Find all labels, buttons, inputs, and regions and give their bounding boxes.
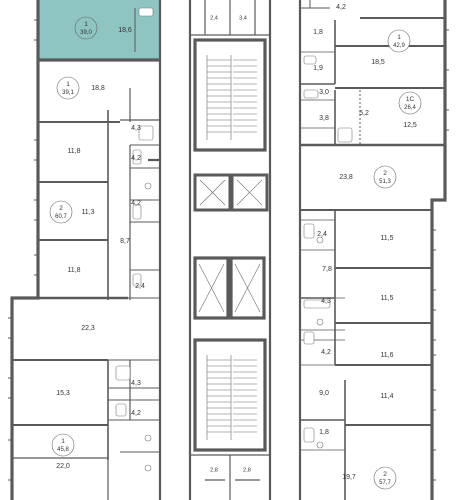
apartment-type: 1 [84, 21, 88, 28]
room-area: 22,3 [81, 325, 95, 332]
apartment-type: 1 [66, 81, 70, 88]
apartment-type: 1 [61, 438, 65, 445]
room-area: 3,4 [239, 15, 247, 21]
apartment-badge[interactable]: 2 51,3 [373, 165, 397, 189]
room-area: 22,0 [56, 463, 70, 470]
apartment-type: 1 [397, 34, 401, 41]
central-core [188, 0, 272, 500]
room-area: 4,2 [131, 200, 141, 207]
room-area: 18,5 [371, 59, 385, 66]
room-area: 4,3 [131, 380, 141, 387]
room-area: 1,9 [313, 65, 323, 72]
room-areas: 18,6 18,8 4,3 11,8 4,2 4,2 11,3 8,7 11,8… [56, 4, 417, 481]
apartment-type: 2 [383, 471, 387, 478]
room-area: 11,3 [81, 209, 94, 216]
apartment-badge[interactable]: 1 45,8 [51, 433, 75, 457]
room-area: 2,8 [210, 467, 218, 473]
room-area: 4,2 [336, 4, 346, 11]
room-area: 2,4 [135, 283, 145, 290]
room-area: 7,8 [322, 266, 332, 273]
apartment-badge[interactable]: 1 39,0 [74, 16, 98, 40]
apartment-area: 42,9 [393, 43, 405, 49]
stair-steps [198, 55, 263, 440]
room-area: 11,8 [67, 267, 80, 274]
room-area: 11,4 [380, 393, 393, 400]
room-area: 3,0 [319, 89, 329, 96]
apartment-area: 39,0 [80, 30, 92, 36]
apartment-badge[interactable]: 1С 26,4 [398, 91, 422, 115]
left-wing [8, 0, 162, 500]
room-area: 2,4 [317, 231, 327, 238]
apartment-badge[interactable]: 2 60,7 [49, 200, 73, 224]
room-area: 1,8 [319, 429, 329, 436]
room-area: 19,7 [342, 474, 356, 481]
room-area: 2,8 [243, 467, 251, 473]
room-area: 23,8 [339, 174, 353, 181]
room-area: 9,0 [319, 390, 329, 397]
room-area: 4,2 [321, 349, 331, 356]
apartment-type: 2 [383, 170, 387, 177]
apartment-area: 51,3 [379, 179, 391, 185]
room-area: 4,2 [131, 410, 141, 417]
apartment-badge[interactable]: 2 57,7 [373, 466, 397, 490]
room-area: 2,4 [210, 15, 218, 21]
right-bath-fixtures [303, 55, 353, 449]
apartment-type: 1С [406, 96, 415, 103]
room-area: 4,3 [321, 298, 331, 305]
apartment-area: 26,4 [404, 105, 416, 111]
room-area: 3,8 [319, 115, 329, 122]
apartment-area: 57,7 [379, 480, 391, 486]
apartment-area: 60,7 [55, 214, 67, 220]
room-area: 5,2 [359, 110, 369, 117]
apartment-type: 2 [59, 205, 63, 212]
apartment-badge[interactable]: 1 42,9 [387, 29, 411, 53]
room-area: 4,2 [131, 155, 141, 162]
room-area: 11,8 [67, 148, 80, 155]
right-wing [298, 0, 449, 500]
room-area: 18,6 [118, 27, 132, 34]
room-area: 4,3 [131, 125, 141, 132]
apartment-area: 39,1 [62, 90, 74, 96]
apartment-badge[interactable]: 1 39,1 [56, 76, 80, 100]
room-area: 1,8 [313, 29, 323, 36]
room-area: 11,6 [380, 352, 393, 359]
room-area: 12,5 [403, 122, 417, 129]
left-bath-fixtures [115, 7, 154, 472]
room-area: 8,7 [120, 238, 130, 245]
room-area: 11,5 [380, 295, 393, 302]
room-area: 11,5 [380, 235, 393, 242]
apartment-area: 45,8 [57, 447, 69, 453]
room-area: 15,3 [56, 390, 70, 397]
room-area: 18,8 [91, 85, 105, 92]
